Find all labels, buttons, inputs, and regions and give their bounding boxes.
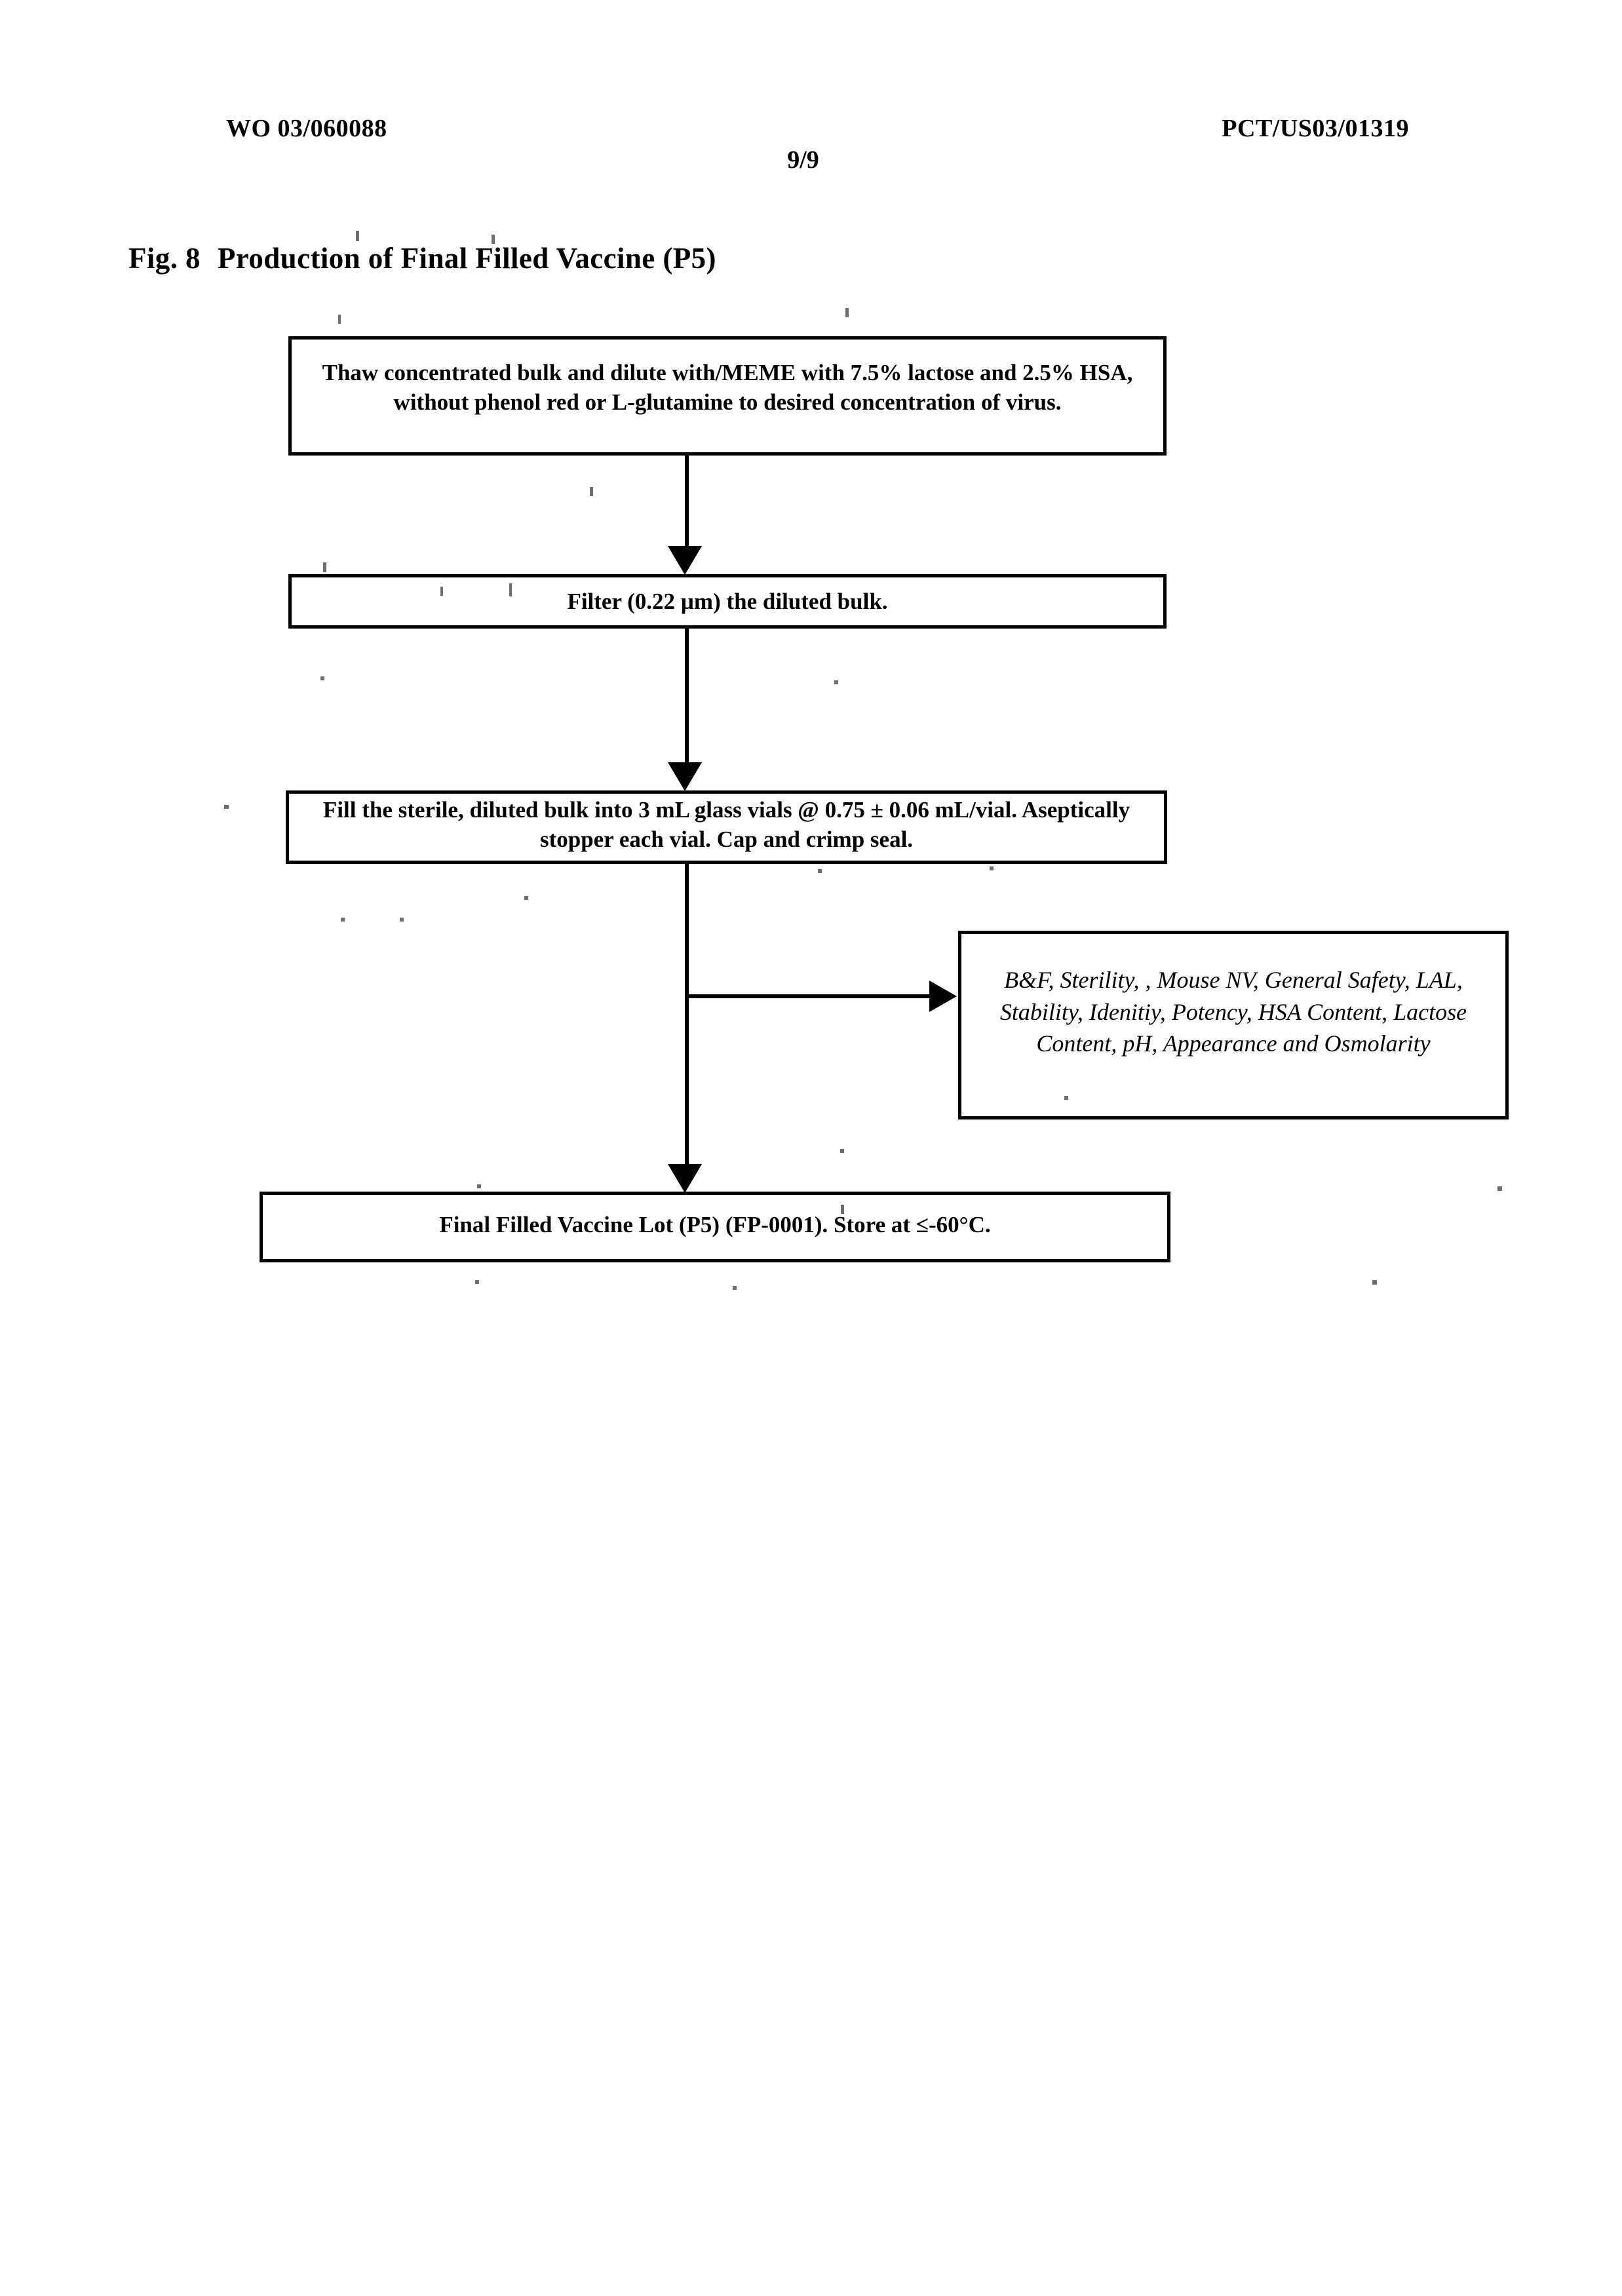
scan-speckle (224, 805, 229, 809)
flow-node-tests: B&F, Sterility, , Mouse NV, General Safe… (958, 931, 1509, 1119)
figure-title-text: Production of Final Filled Vaccine (P5) (217, 242, 716, 275)
arrow-down-icon (668, 546, 702, 575)
scan-speckle (590, 487, 593, 496)
scan-speckle (834, 680, 838, 684)
application-number: PCT/US03/01319 (1222, 115, 1409, 142)
scan-speckle (990, 866, 994, 870)
figure-label: Fig. 8 (128, 242, 201, 275)
arrow-right-icon (929, 981, 957, 1012)
flow-node-tests-label: B&F, Sterility, , Mouse NV, General Safe… (999, 966, 1467, 1057)
publication-number: WO 03/060088 (226, 115, 387, 142)
scan-speckle (524, 896, 528, 900)
scan-speckle (1064, 1096, 1068, 1100)
scan-speckle (509, 583, 512, 596)
connector-filter-to-fill-line (685, 628, 689, 764)
scan-speckle (477, 1184, 481, 1188)
scan-speckle (341, 918, 345, 922)
scan-speckle (818, 869, 822, 873)
scan-speckle (733, 1286, 737, 1290)
arrow-down-icon (668, 1164, 702, 1193)
flow-node-filter-label: Filter (0.22 µm) the diluted bulk. (567, 588, 888, 614)
scan-speckle (338, 315, 341, 324)
page-number: 9/9 (787, 146, 819, 174)
arrow-down-icon (668, 762, 702, 791)
scan-speckle (840, 1149, 844, 1153)
connector-thaw-to-filter-line (685, 455, 689, 549)
scan-speckle (440, 587, 443, 596)
connector-fill-to-tests-line (687, 994, 931, 998)
flow-node-final-label: Final Filled Vaccine Lot (P5) (FP-0001).… (439, 1212, 991, 1238)
scan-speckle (400, 918, 404, 922)
scan-speckle (356, 231, 359, 241)
scan-speckle (841, 1205, 844, 1214)
figure-title: Fig. 8 Production of Final Filled Vaccine… (128, 241, 716, 275)
flow-node-fill-label: Fill the sterile, diluted bulk into 3 mL… (322, 796, 1130, 853)
flow-node-final: Final Filled Vaccine Lot (P5) (FP-0001).… (260, 1192, 1170, 1262)
flow-node-filter: Filter (0.22 µm) the diluted bulk. (288, 574, 1167, 629)
scan-speckle (1372, 1280, 1377, 1285)
connector-fill-to-final-line (685, 863, 689, 1166)
flow-node-thaw-label: Thaw concentrated bulk and dilute with/M… (322, 359, 1133, 416)
flow-node-thaw: Thaw concentrated bulk and dilute with/M… (288, 336, 1167, 456)
scan-speckle (845, 308, 849, 317)
scan-speckle (323, 562, 326, 572)
scan-speckle (1497, 1186, 1502, 1191)
scan-speckle (320, 676, 324, 680)
scan-speckle (475, 1280, 479, 1284)
scan-speckle (492, 235, 495, 244)
flow-node-fill: Fill the sterile, diluted bulk into 3 mL… (286, 790, 1167, 864)
